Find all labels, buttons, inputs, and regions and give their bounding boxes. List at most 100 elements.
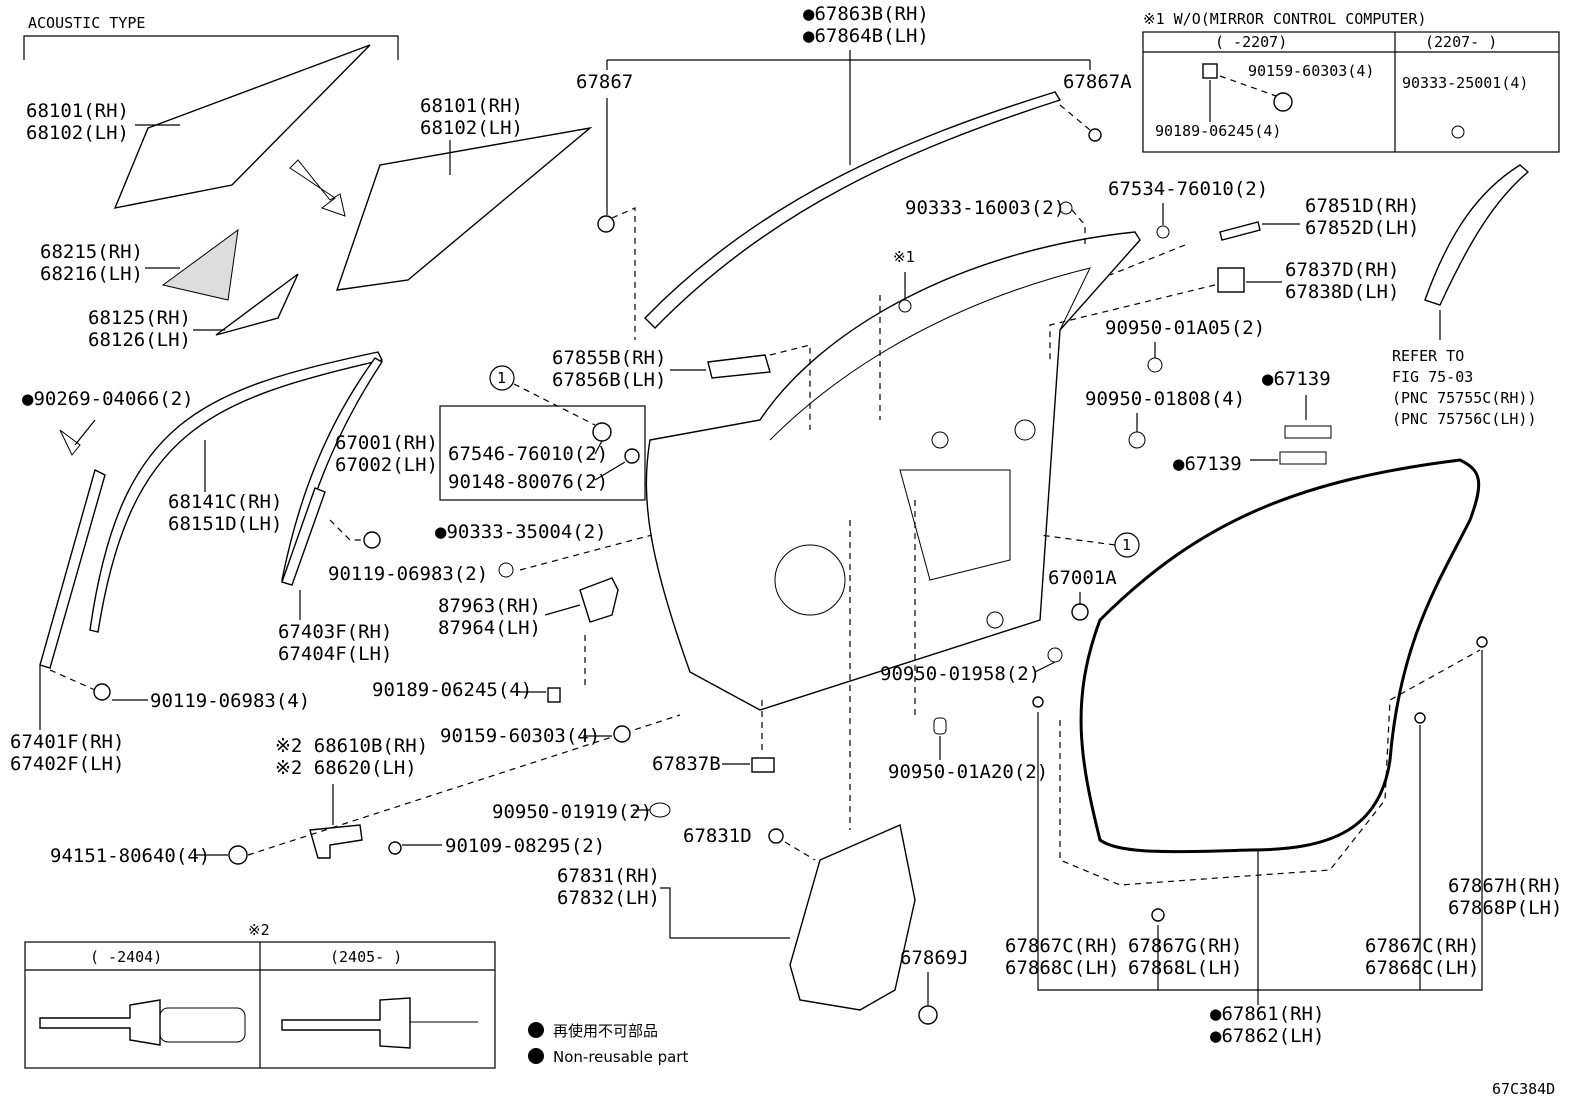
plug-90950-c <box>1047 647 1063 663</box>
dashed-guide <box>329 519 362 541</box>
dashed-guide <box>784 841 816 861</box>
label-67868l-lh: 67868L(LH) <box>1128 957 1242 979</box>
label-67139-b: ●67139 <box>1173 453 1242 475</box>
pillar-garnish <box>1424 164 1530 306</box>
plug-90950-e <box>649 802 671 818</box>
label-68215-rh: 68215(RH) <box>40 241 143 263</box>
plug-note1 <box>898 299 912 313</box>
label-67139-a: ●67139 <box>1262 368 1331 390</box>
legend-jp: 再使用不可部品 <box>553 1022 658 1040</box>
label-90950-d: 90950-01A20(2) <box>888 761 1048 783</box>
label-67001-rh: 67001(RH) <box>335 432 438 454</box>
plug-90950-a <box>1147 357 1163 373</box>
label-67863: ●67863B(RH) <box>803 3 929 25</box>
corner-piece-68215 <box>161 228 239 301</box>
label-67831d: 67831D <box>683 825 752 847</box>
arrow-icon <box>289 159 346 217</box>
legend-en: Non-reusable part <box>553 1048 688 1066</box>
callout-note1: ※1 <box>893 248 915 266</box>
service-hole-cover-67831 <box>789 824 916 1011</box>
label-90119-a: 90119-06983(4) <box>150 690 310 712</box>
label-67862-lh: ●67862(LH) <box>1210 1025 1324 1047</box>
leader <box>1034 661 1056 673</box>
callout-box-67001 <box>439 405 646 501</box>
door-opening <box>899 469 1011 581</box>
acoustic-bracket <box>23 35 399 60</box>
label-67867c-rh-b: 67867C(RH) <box>1365 935 1479 957</box>
part-67001a <box>1071 603 1089 621</box>
label-68126-lh: 68126(LH) <box>88 329 191 351</box>
label-67404-lh: 67404F(LH) <box>278 643 392 665</box>
label-90269: ●90269-04066(2) <box>22 388 194 410</box>
door-glass <box>335 126 593 291</box>
note1-col-right: (2207- ) <box>1425 33 1497 51</box>
plug-90950-d <box>933 717 947 735</box>
door-weatherstrip-67861 <box>1079 458 1481 854</box>
label-67852-lh: 67852D(LH) <box>1305 217 1419 239</box>
label-67868c-lh-a: 67868C(LH) <box>1005 957 1119 979</box>
note1-table <box>1142 31 1560 153</box>
label-90189: 90189-06245(4) <box>372 679 532 701</box>
callout-1a-text: 1 <box>497 369 506 387</box>
label-68101-rh-a: 68101(RH) <box>26 100 129 122</box>
diagram-code: 67C384D <box>1492 1080 1555 1098</box>
note2-mark: ※2 <box>248 921 270 939</box>
label-90159: 90159-60303(4) <box>440 725 600 747</box>
plug-90950-b <box>1128 431 1146 449</box>
hole-a <box>1014 419 1036 441</box>
label-67837b: 67837B <box>652 753 721 775</box>
label-87964-lh: 87964(LH) <box>438 617 541 639</box>
label-67855-rh: 67855B(RH) <box>552 347 666 369</box>
label-90950-b: 90950-01808(4) <box>1085 388 1245 410</box>
leader <box>74 419 96 446</box>
bullet-icon-en <box>528 1048 544 1064</box>
belt-molding-67863 <box>644 91 1062 329</box>
label-67002-lh: 67002(LH) <box>335 454 438 476</box>
bolt-90159 <box>613 725 631 743</box>
part-67534 <box>1156 225 1170 239</box>
bolt-note1 <box>1273 92 1293 112</box>
door-glass-acoustic <box>113 44 371 209</box>
label-67869j: 67869J <box>900 947 969 969</box>
dashed-guide <box>513 383 596 426</box>
plug-90333 <box>498 562 514 578</box>
label-68610-rh: ※2 68610B(RH) <box>275 735 428 757</box>
label-67401-rh: 67401F(RH) <box>10 731 124 753</box>
door-check-old <box>39 999 161 1046</box>
run-channel-67401 <box>39 468 106 669</box>
clip-67867a <box>1088 128 1102 142</box>
outer-weatherstrip-68141 <box>89 351 384 633</box>
note2-col-left: ( -2404) <box>90 948 162 966</box>
dashed-guide <box>1049 284 1216 360</box>
speaker-hole <box>774 544 846 616</box>
leader <box>544 604 581 616</box>
note1-col-left: ( -2207) <box>1215 33 1287 51</box>
bracket-line <box>1037 650 1483 991</box>
label-68151-lh: 68151D(LH) <box>168 513 282 535</box>
label-90950-c: 90950-01958(2) <box>880 663 1040 685</box>
label-67001a: 67001A <box>1048 567 1117 589</box>
label-67864: ●67864B(LH) <box>803 25 929 47</box>
label-68141-rh: 68141C(RH) <box>168 491 282 513</box>
dashed-guide <box>1109 244 1186 276</box>
hinge-87963 <box>579 577 619 623</box>
label-90109: 90109-08295(2) <box>445 835 605 857</box>
dashed-guide <box>1059 104 1091 131</box>
screw-90148 <box>624 448 640 464</box>
clip-67867 <box>597 215 615 233</box>
label-68102-lh-a: 68102(LH) <box>26 122 129 144</box>
nut-90189 <box>547 687 561 703</box>
clip-67867g <box>1151 908 1165 922</box>
label-68216-lh: 68216(LH) <box>40 263 143 285</box>
label-67403-rh: 67403F(RH) <box>278 621 392 643</box>
clip-67867c-a <box>1032 696 1044 708</box>
leader <box>660 887 790 939</box>
refer-line-2: FIG 75-03 <box>1392 368 1473 386</box>
glass-68125 <box>215 273 299 336</box>
label-67867c-rh-a: 67867C(RH) <box>1005 935 1119 957</box>
label-67867: 67867 <box>576 71 633 93</box>
note1-part-2: 90189-06245(4) <box>1155 122 1281 140</box>
label-67534: 67534-76010(2) <box>1108 178 1268 200</box>
leader <box>594 440 603 455</box>
